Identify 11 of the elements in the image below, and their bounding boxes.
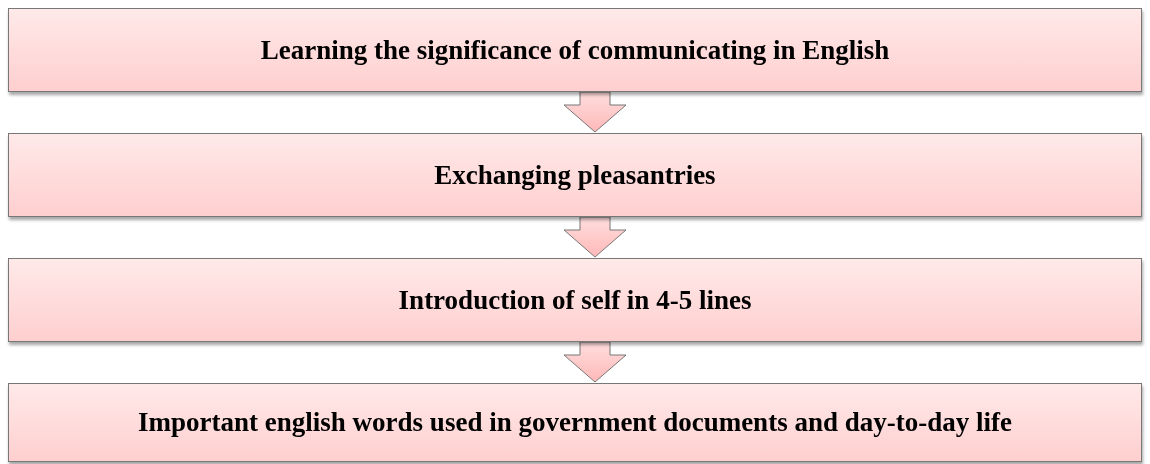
down-arrow bbox=[563, 341, 627, 383]
process-box bbox=[8, 383, 1142, 462]
process-box bbox=[8, 258, 1142, 342]
step-text: Important english words used in government documents and day-to-day life bbox=[138, 407, 1012, 438]
process-box bbox=[8, 8, 1142, 92]
step-text: Exchanging pleasantries bbox=[434, 159, 716, 191]
step-text: Learning the significance of communicating in English bbox=[260, 34, 890, 66]
process-box bbox=[8, 133, 1142, 217]
step-text: Introduction of self in 4-5 lines bbox=[398, 284, 752, 316]
down-arrow bbox=[563, 91, 627, 133]
down-arrow bbox=[563, 216, 627, 258]
